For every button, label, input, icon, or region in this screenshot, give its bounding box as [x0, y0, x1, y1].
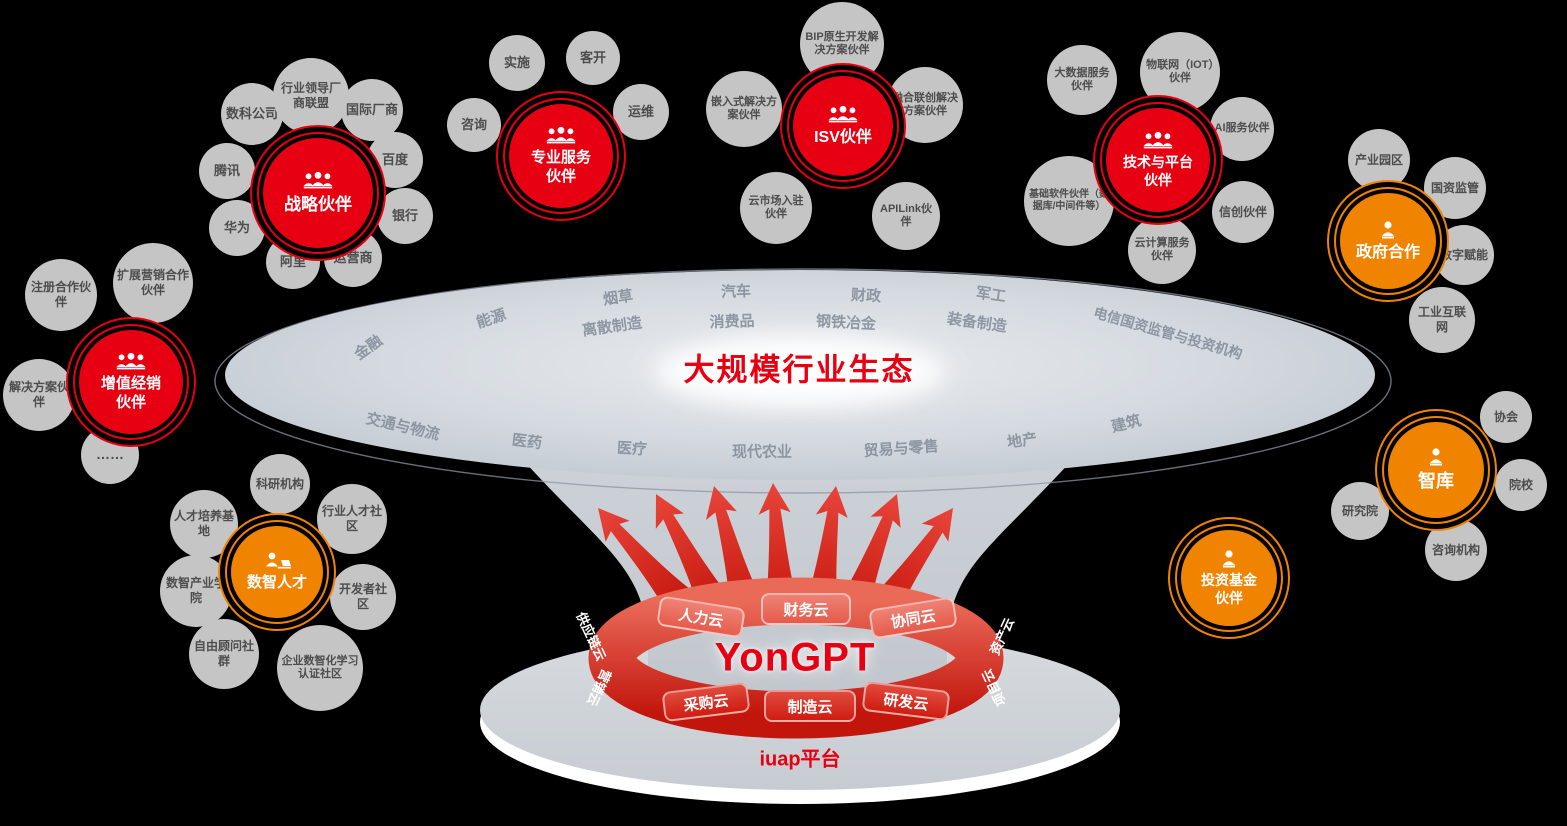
person-icon [1219, 549, 1239, 569]
hub-tech-platform-partners: 技术与平台伙伴 [1106, 108, 1210, 212]
hub-label: 智库 [1418, 471, 1454, 492]
reseller-satellite-0: 注册合作伙伴 [25, 259, 97, 331]
pedestal-shape [480, 410, 1115, 695]
person-icon [1426, 447, 1446, 467]
professional-satellite-3: 运维 [613, 84, 669, 140]
strategic-satellite-2: 行业领导厂商联盟 [273, 58, 349, 134]
disc-outline [214, 268, 1392, 494]
tech-satellite-3: 信创伙伴 [1212, 181, 1274, 243]
thinktank-satellite-0: 协会 [1480, 391, 1532, 443]
isv-satellite-4: 嵌入式解决方案伙伴 [706, 71, 782, 147]
government-satellite-3: 工业互联网 [1409, 287, 1475, 353]
hub-strategic-partners: 战略伙伴 [263, 138, 373, 248]
industry-label: 现代农业 [731, 443, 793, 461]
isv-satellite-3: 云市场入驻伙伴 [740, 172, 812, 244]
strategic-satellite-3: 国际厂商 [341, 79, 403, 141]
reseller-satellite-2: 解决方案伙伴 [3, 359, 75, 431]
cloud-module-finance: 财务云 [761, 593, 851, 625]
hub-isv-partners: ISV伙伴 [793, 76, 893, 176]
people-icon [114, 352, 148, 372]
hub-label: 专业服务伙伴 [530, 148, 591, 185]
hub-think-tank: 智库 [1388, 422, 1484, 518]
reseller-satellite-1: 扩展营销合作伙伴 [113, 243, 193, 323]
strategic-satellite-1: 数科公司 [221, 83, 283, 145]
thinktank-satellite-2: 咨询机构 [1425, 519, 1487, 581]
hub-professional-services: 专业服务伙伴 [509, 104, 613, 208]
tech-satellite-2: AI服务伙伴 [1210, 97, 1274, 161]
strategic-satellite-4: 百度 [367, 132, 423, 188]
isv-satellite-1: 融合联创解决方案伙伴 [887, 67, 963, 143]
tech-satellite-4: 云计算服务伙伴 [1128, 216, 1196, 284]
professional-satellite-0: 咨询 [447, 98, 501, 152]
hub-value-added-reseller: 增值经销伙伴 [79, 330, 183, 434]
tech-satellite-5: 基础软件伙伴（数据库/中间件等） [1024, 156, 1114, 246]
hub-label: ISV伙伴 [814, 128, 872, 146]
industry-label: 钢铁冶金 [815, 312, 877, 334]
hub-label: 投资基金伙伴 [1201, 572, 1257, 606]
hub-government-cooperation: 政府合作 [1340, 193, 1436, 289]
people-icon [826, 105, 860, 125]
hub-label: 技术与平台伙伴 [1123, 154, 1193, 188]
isv-satellite-2: APILink伙伴 [872, 182, 940, 250]
page-title: 大规模行业生态 [683, 352, 915, 388]
government-satellite-2: 数字赋能 [1434, 225, 1494, 285]
professional-satellite-1: 实施 [489, 35, 545, 91]
thinktank-satellite-3: 研究院 [1331, 482, 1389, 540]
industry-label: 消费品 [709, 312, 755, 332]
talent-satellite-2: 开发者社区 [330, 564, 396, 630]
strategic-satellite-0: 腾讯 [199, 143, 255, 199]
strategic-satellite-8: 华为 [209, 200, 265, 256]
hub-label: 战略伙伴 [284, 194, 352, 214]
industry-label: 军工 [974, 284, 1007, 306]
industry-label: 医疗 [616, 439, 648, 459]
professional-satellite-2: 客开 [566, 31, 620, 85]
hub-digital-talent: 数智人才 [231, 526, 323, 618]
government-satellite-1: 国资监管 [1424, 157, 1486, 219]
talent-satellite-6: 人才培养基地 [170, 490, 238, 558]
industry-label: 地产 [1006, 430, 1039, 452]
talent-satellite-4: 自由顾问社群 [189, 619, 259, 689]
hub-label: 数智人才 [246, 574, 307, 592]
thinktank-satellite-1: 院校 [1495, 459, 1547, 511]
hub-label: 政府合作 [1355, 243, 1420, 261]
cloud-module-manufacturing: 制造云 [764, 690, 856, 722]
people-icon [1141, 131, 1175, 151]
disc-center-glow [655, 336, 945, 408]
people-icon [301, 171, 335, 191]
tech-satellite-0: 大数据服务伙伴 [1047, 45, 1117, 115]
person-laptop-icon [262, 551, 292, 571]
yongpt-platform-title: YonGPT [714, 635, 876, 680]
hub-label: 增值经销伙伴 [100, 374, 161, 411]
iuap-platform-label: iuap平台 [759, 748, 841, 771]
talent-satellite-1: 行业人才社区 [317, 484, 387, 554]
talent-satellite-0: 科研机构 [250, 454, 310, 514]
industry-label: 医药 [510, 431, 543, 453]
people-icon [544, 126, 578, 146]
reseller-satellite-3: …… [81, 426, 139, 484]
government-satellite-0: 产业园区 [1348, 129, 1410, 191]
industry-label: 汽车 [720, 282, 752, 302]
talent-satellite-3: 企业数智化学习认证社区 [277, 625, 363, 711]
strategic-satellite-5: 银行 [377, 188, 433, 244]
strategic-satellite-6: 运营商 [324, 229, 382, 287]
talent-satellite-5: 数智产业学院 [160, 555, 232, 627]
industry-label: 财政 [850, 286, 882, 306]
industry-label: 烟草 [602, 287, 635, 309]
hub-investment-fund-partners: 投资基金伙伴 [1181, 530, 1277, 626]
isv-satellite-0: BIP原生开发解决方案伙伴 [800, 2, 884, 86]
tech-satellite-1: 物联网（IOT）伙伴 [1140, 32, 1220, 112]
person-icon [1378, 220, 1398, 240]
